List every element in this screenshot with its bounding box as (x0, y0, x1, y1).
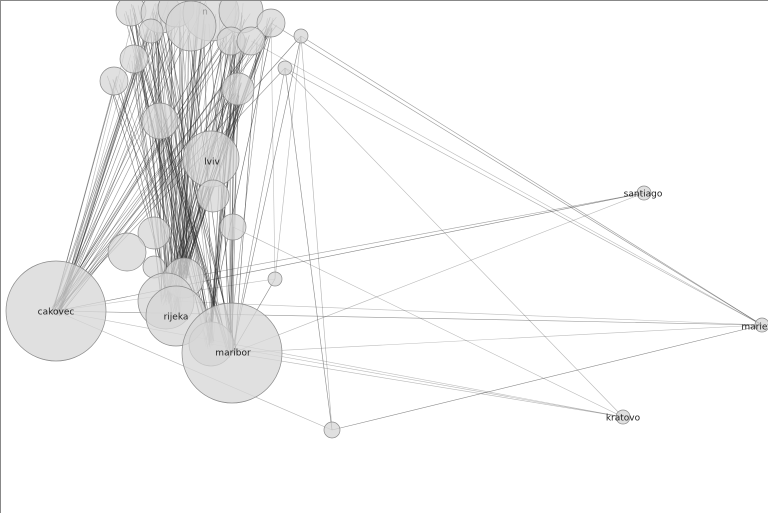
graph-node[interactable] (181, 302, 283, 404)
graph-edge (150, 33, 170, 297)
graph-edge (146, 33, 214, 340)
graph-node[interactable] (141, 102, 179, 140)
graph-edge (179, 8, 184, 278)
graph-node[interactable] (165, 1, 217, 52)
graph-node[interactable] (323, 421, 341, 439)
graph-edge (231, 352, 624, 418)
graph-node[interactable] (256, 8, 286, 38)
graph-node[interactable] (5, 260, 107, 362)
graph-edge (179, 11, 188, 276)
graph-edge (53, 21, 242, 308)
graph-edge (300, 35, 333, 431)
node-label-lviv: lviv (204, 158, 220, 168)
graph-edge (165, 300, 763, 326)
graph-edge (166, 14, 187, 274)
graph-node[interactable] (219, 213, 247, 241)
graph-edge (54, 2, 238, 310)
node-label-santiago: santiago (624, 190, 663, 200)
node-label-top: n (202, 8, 208, 18)
graph-edge (152, 12, 176, 312)
graph-edge (140, 64, 182, 275)
graph-edge (180, 32, 214, 342)
graph-node[interactable] (636, 185, 652, 201)
graph-node[interactable] (119, 44, 149, 74)
graph-edge (270, 22, 276, 280)
graph-edge (55, 67, 286, 312)
graph-edge (160, 129, 181, 278)
graph-node[interactable] (138, 18, 164, 44)
graph-edge (231, 324, 763, 354)
graph-edge (152, 11, 181, 279)
edges-layer (50, 1, 763, 431)
graph-node[interactable] (754, 317, 768, 333)
graph-node[interactable] (293, 28, 309, 44)
graph-edge (208, 91, 234, 341)
graph-edge (168, 20, 190, 303)
graph-edge (168, 19, 211, 347)
graph-node[interactable] (99, 66, 129, 96)
graph-node[interactable] (267, 271, 283, 287)
graph-edge (228, 12, 242, 354)
graph-edge (60, 18, 134, 309)
graph-node[interactable] (615, 409, 631, 425)
graph-edge (119, 78, 185, 276)
graph-edge (53, 1, 207, 312)
node-label-maribor: maribor (215, 349, 251, 359)
labels-layer: cakovec rijeka maribor lviv santiago mar… (38, 8, 768, 424)
graph-node[interactable] (196, 179, 230, 213)
graph-edge (58, 13, 251, 314)
graph-node[interactable] (107, 232, 147, 272)
graph-edge (250, 40, 763, 326)
graph-edge (55, 18, 236, 315)
graph-edge (155, 34, 214, 342)
graph-edge (53, 31, 151, 308)
graph-node[interactable] (277, 60, 293, 76)
graph-edge (58, 19, 169, 311)
graph-edge (55, 310, 624, 418)
node-label-rijeka: rijeka (164, 313, 189, 323)
graph-edge (274, 35, 302, 280)
graph-edge (270, 22, 763, 326)
graph-edge (284, 67, 763, 326)
graph-edge (57, 36, 151, 307)
graph-edge (206, 27, 273, 340)
graph-node[interactable] (236, 26, 266, 56)
node-label-kratovo: kratovo (606, 414, 641, 424)
node-label-cakovec: cakovec (38, 308, 75, 318)
graph-node[interactable] (221, 72, 255, 106)
graph-edge (284, 67, 624, 418)
graph-edge (300, 35, 763, 326)
graph-edge (183, 192, 645, 279)
graph-edge (331, 324, 763, 431)
graph-edge (60, 10, 181, 309)
graph-edge (135, 54, 189, 276)
nodes-layer (5, 1, 768, 439)
graph-edge (231, 192, 645, 354)
graph-edge (231, 35, 302, 354)
graph-edge (232, 226, 624, 418)
graph-node[interactable] (137, 216, 171, 250)
graph-edge (155, 27, 183, 277)
graph-edge (284, 67, 333, 431)
graph-edge (157, 13, 163, 303)
node-label-marief: marief (741, 323, 768, 333)
graph-edge (55, 35, 302, 312)
graph-edge (228, 18, 268, 350)
